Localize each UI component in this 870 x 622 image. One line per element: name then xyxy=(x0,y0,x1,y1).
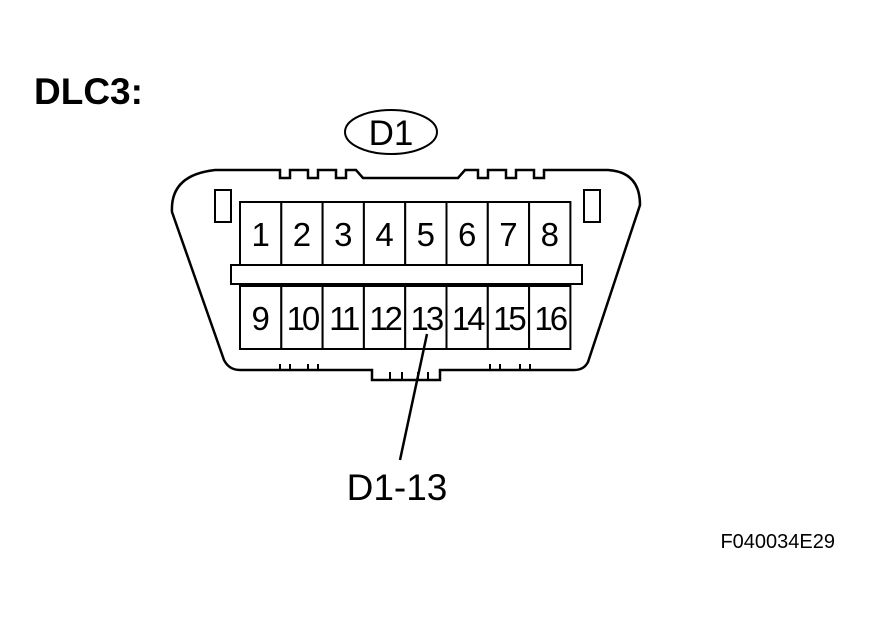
pin-cell-1 xyxy=(239,201,283,266)
pin-cell-14 xyxy=(445,285,489,350)
pin-label-15: 15 xyxy=(493,300,525,337)
pin-cell-9 xyxy=(239,285,283,350)
pin-cell-4 xyxy=(362,201,407,266)
pin-label-8: 8 xyxy=(541,216,559,253)
pin-label-12: 12 xyxy=(369,300,401,337)
connector-label-bubble xyxy=(344,109,438,155)
callout-label: D1-13 xyxy=(347,467,448,508)
pin-cell-7 xyxy=(486,201,531,266)
pin-label-7: 7 xyxy=(499,216,517,253)
pin-label-10: 10 xyxy=(287,300,320,337)
pin-cell-11 xyxy=(321,285,365,350)
pin-label-9: 9 xyxy=(251,300,269,337)
right-latch-slot xyxy=(583,189,601,223)
pin-cell-6 xyxy=(445,201,489,266)
pin-label-4: 4 xyxy=(375,216,393,253)
pin-cell-8 xyxy=(528,201,572,266)
housing-bottom-notches xyxy=(279,364,531,380)
connector-housing xyxy=(170,168,642,382)
diagram-title: DLC3: xyxy=(34,71,143,112)
callout-leader-line xyxy=(398,333,429,461)
pin-cell-3 xyxy=(321,201,365,266)
pin-label-2: 2 xyxy=(293,216,311,253)
pin-cell-16 xyxy=(528,285,572,350)
pin-label-6: 6 xyxy=(458,216,476,253)
pin-label-14: 14 xyxy=(452,300,485,337)
left-latch-slot xyxy=(214,189,232,223)
pin-label-16: 16 xyxy=(534,300,566,337)
center-divider-bar xyxy=(230,264,583,285)
pin-label-13: 13 xyxy=(410,300,442,337)
pin-label-5: 5 xyxy=(417,216,435,253)
pin-label-1: 1 xyxy=(251,216,269,253)
pin-label-3: 3 xyxy=(334,216,352,253)
connector-label: D1 xyxy=(369,114,414,153)
pin-label-11: 11 xyxy=(329,300,359,337)
figure-id: F040034E29 xyxy=(720,531,835,553)
pin-cell-15 xyxy=(486,285,531,350)
